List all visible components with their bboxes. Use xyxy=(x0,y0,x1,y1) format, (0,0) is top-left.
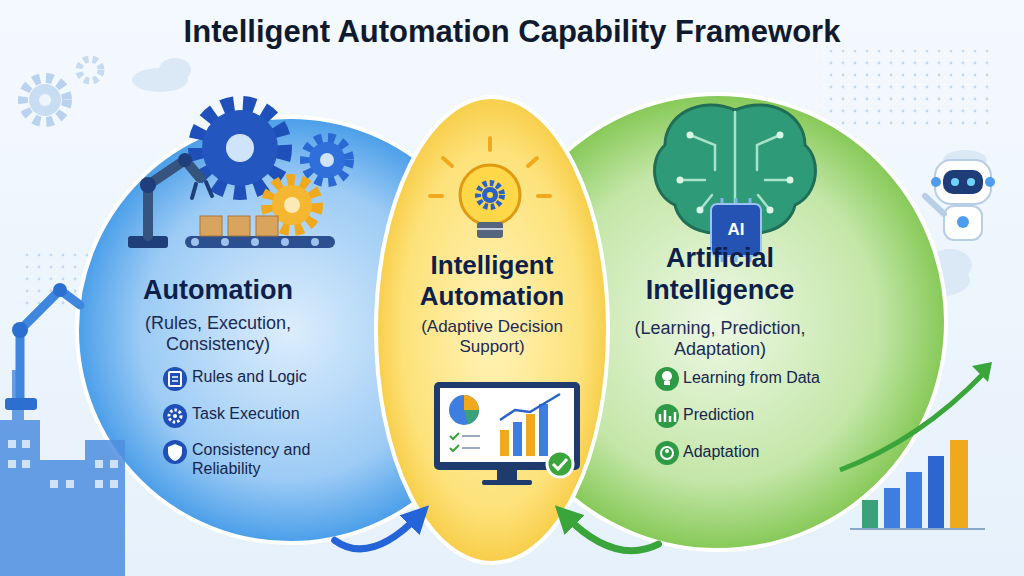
capability-item: Learning from Data xyxy=(683,369,883,388)
text-slot: Automation xyxy=(118,275,318,307)
robot-arm-background xyxy=(20,290,80,400)
text-slot: Rules and Logic xyxy=(192,368,382,387)
flow-arrow xyxy=(565,515,659,551)
node-subtitle: (Learning, Prediction, Adaptation) xyxy=(605,318,835,360)
text-slot: AI xyxy=(711,220,761,240)
conveyor xyxy=(185,216,335,248)
node-heading: Automation xyxy=(118,275,318,307)
text-slot: Adaptation xyxy=(683,443,883,462)
node-subtitle: (Adaptive Decision Support) xyxy=(402,317,582,357)
circle-shape xyxy=(376,97,608,563)
text-slot: Learning from Data xyxy=(683,369,883,388)
text-slot: (Rules, Execution, Consistency) xyxy=(118,313,318,355)
gears xyxy=(196,104,349,230)
robot-arm xyxy=(128,153,212,248)
capability-item: Consistency and Reliability xyxy=(192,441,332,479)
node-heading: Artificial Intelligence xyxy=(600,243,840,307)
capability-item: Prediction xyxy=(683,406,883,425)
text-slot: (Learning, Prediction, Adaptation) xyxy=(605,318,835,360)
factory xyxy=(0,370,125,576)
node-heading: Intelligent Automation xyxy=(387,250,597,311)
text-slot: Task Execution xyxy=(192,405,382,424)
intelligent-automation-lens: Intelligent Automation (Adaptive Decision… xyxy=(374,95,610,565)
brain xyxy=(655,105,816,262)
text-slot: Prediction xyxy=(683,406,883,425)
capability-item: Task Execution xyxy=(192,405,382,424)
diagram-title: Intelligent Automation Capability Framew… xyxy=(0,14,1024,51)
light-bulb xyxy=(430,138,550,238)
capability-item: Adaptation xyxy=(683,443,883,462)
capability-item: Rules and Logic xyxy=(192,368,382,387)
text-slot: Artificial Intelligence xyxy=(600,243,840,307)
monitor xyxy=(434,382,580,485)
flow-arrow xyxy=(335,515,420,549)
node-subtitle: (Rules, Execution, Consistency) xyxy=(118,313,318,355)
text-slot: Consistency and Reliability xyxy=(192,441,332,479)
chip-label: AI xyxy=(711,220,761,240)
title-slot: Intelligent Automation Capability Framew… xyxy=(0,14,1024,51)
text-slot: Intelligent Automation xyxy=(387,250,597,311)
robot xyxy=(925,160,995,240)
text-slot: (Adaptive Decision Support) xyxy=(402,317,582,357)
growth-chart xyxy=(840,362,992,529)
circle-shape xyxy=(490,94,946,550)
